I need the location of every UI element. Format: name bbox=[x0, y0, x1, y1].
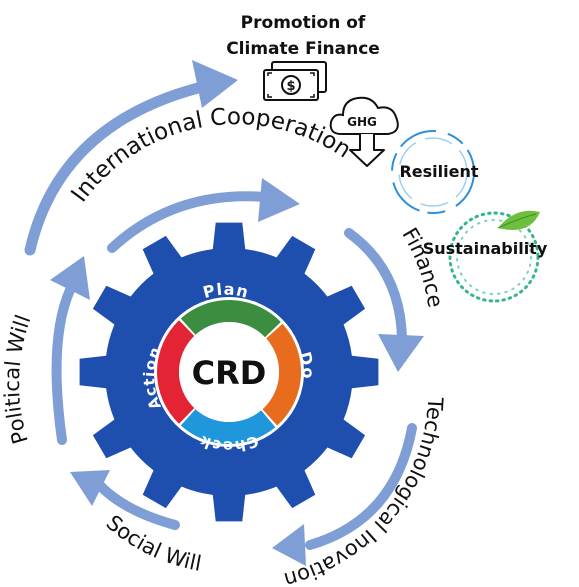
pdca-plan-segment bbox=[180, 299, 281, 338]
label-political-will: Political Will bbox=[0, 312, 35, 447]
pdca-action-segment bbox=[157, 320, 195, 424]
resilient-ring-icon: Resilient bbox=[391, 130, 479, 214]
bottom-left-arrow-head bbox=[70, 470, 110, 506]
bottom-right-arrow bbox=[305, 423, 417, 550]
pdca-do-segment bbox=[262, 323, 302, 426]
right-arrow-head bbox=[378, 334, 424, 372]
pdca-center bbox=[179, 322, 279, 422]
left-arrow bbox=[51, 285, 75, 445]
pdca-cycle: Plan Do Check Action bbox=[140, 279, 318, 456]
sustainability-leaf-icon: Sustainability bbox=[423, 210, 548, 303]
crd-label: CRD bbox=[192, 354, 267, 392]
right-arrow bbox=[344, 228, 407, 343]
ghg-cloud-icon: GHG bbox=[329, 96, 399, 167]
outer-arrow-top-head bbox=[192, 60, 238, 108]
dollar-sign: $ bbox=[286, 79, 295, 94]
inner-arrow-top-head bbox=[258, 178, 300, 222]
sustainability-label: Sustainability bbox=[423, 239, 548, 258]
money-bills-icon: $ bbox=[263, 61, 327, 101]
title-line-2: Climate Finance bbox=[226, 39, 380, 59]
ghg-label: GHG bbox=[347, 115, 377, 129]
label-international-cooperation: International Cooperation bbox=[67, 104, 356, 207]
down-arrow-icon bbox=[349, 134, 385, 167]
title-line-1: Promotion of bbox=[241, 13, 366, 33]
cycle-arrows bbox=[24, 60, 424, 566]
left-arrow-head bbox=[50, 256, 90, 300]
resilient-label: Resilient bbox=[399, 162, 478, 181]
bottom-right-arrow-head bbox=[272, 524, 306, 566]
inner-arrow-top bbox=[107, 191, 270, 253]
pdca-action-label: Action bbox=[140, 344, 165, 413]
pdca-do-label: Do bbox=[295, 350, 318, 380]
pdca-check-segment bbox=[180, 409, 276, 445]
outer-arrow-top bbox=[24, 79, 216, 256]
climate-finance-title: Promotion of Climate Finance bbox=[226, 13, 380, 59]
label-finance: Finance bbox=[397, 224, 447, 310]
pdca-check-label: Check bbox=[197, 432, 261, 456]
